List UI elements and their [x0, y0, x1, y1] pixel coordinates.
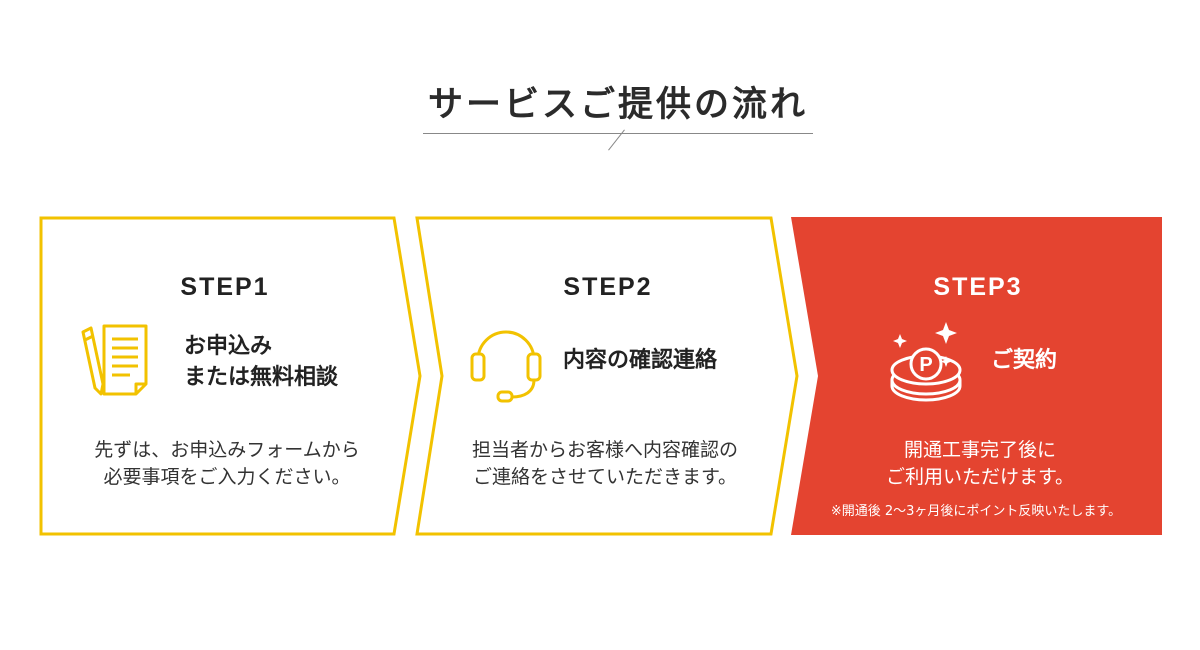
- step2-label: STEP2: [563, 273, 653, 301]
- step2-heading: 内容の確認連絡: [563, 345, 717, 376]
- step3-heading-line: ご契約: [991, 348, 1058, 373]
- step1-heading: お申込み または無料相談: [184, 331, 338, 393]
- step3-label: STEP3: [933, 273, 1023, 301]
- title-underline: [423, 133, 813, 134]
- step1-description: 先ずは、お申込みフォームから 必要事項をご入力ください。: [52, 437, 402, 491]
- step3-heading: ご契約: [991, 345, 1057, 376]
- step3-note: ※開通後 2〜3ヶ月後にポイント反映いたします。: [830, 504, 1122, 519]
- step2-description: 担当者からお客様へ内容確認の ご連絡をさせていただきます。: [430, 437, 780, 491]
- step1-label: STEP1: [180, 273, 270, 301]
- step1-arrow-box: [39, 216, 422, 536]
- svg-text:P: P: [919, 354, 932, 376]
- step2-desc-line: ご連絡をさせていただきます。: [472, 466, 738, 488]
- step1-desc-line: 必要事項をご入力ください。: [103, 466, 351, 488]
- step3-desc-line: ご利用いただけます。: [885, 466, 1075, 488]
- point-coin-icon: P: [890, 322, 962, 402]
- step1-heading-line: お申込み: [184, 334, 273, 359]
- step1-heading-line: または無料相談: [184, 365, 339, 390]
- step3-arrow-box: [791, 217, 1162, 535]
- document-pencil-icon: [81, 324, 148, 396]
- step2-arrow-box: [415, 216, 799, 536]
- headset-icon: [470, 330, 542, 403]
- step2-heading-line: 内容の確認連絡: [563, 348, 718, 373]
- step2-desc-line: 担当者からお客様へ内容確認の: [471, 439, 738, 461]
- step1-desc-line: 先ずは、お申込みフォームから: [94, 439, 360, 461]
- step3-description: 開通工事完了後に ご利用いただけます。: [800, 437, 1160, 491]
- step3-desc-line: 開通工事完了後に: [903, 439, 1056, 461]
- page-title: サービスご提供の流れ: [427, 85, 808, 125]
